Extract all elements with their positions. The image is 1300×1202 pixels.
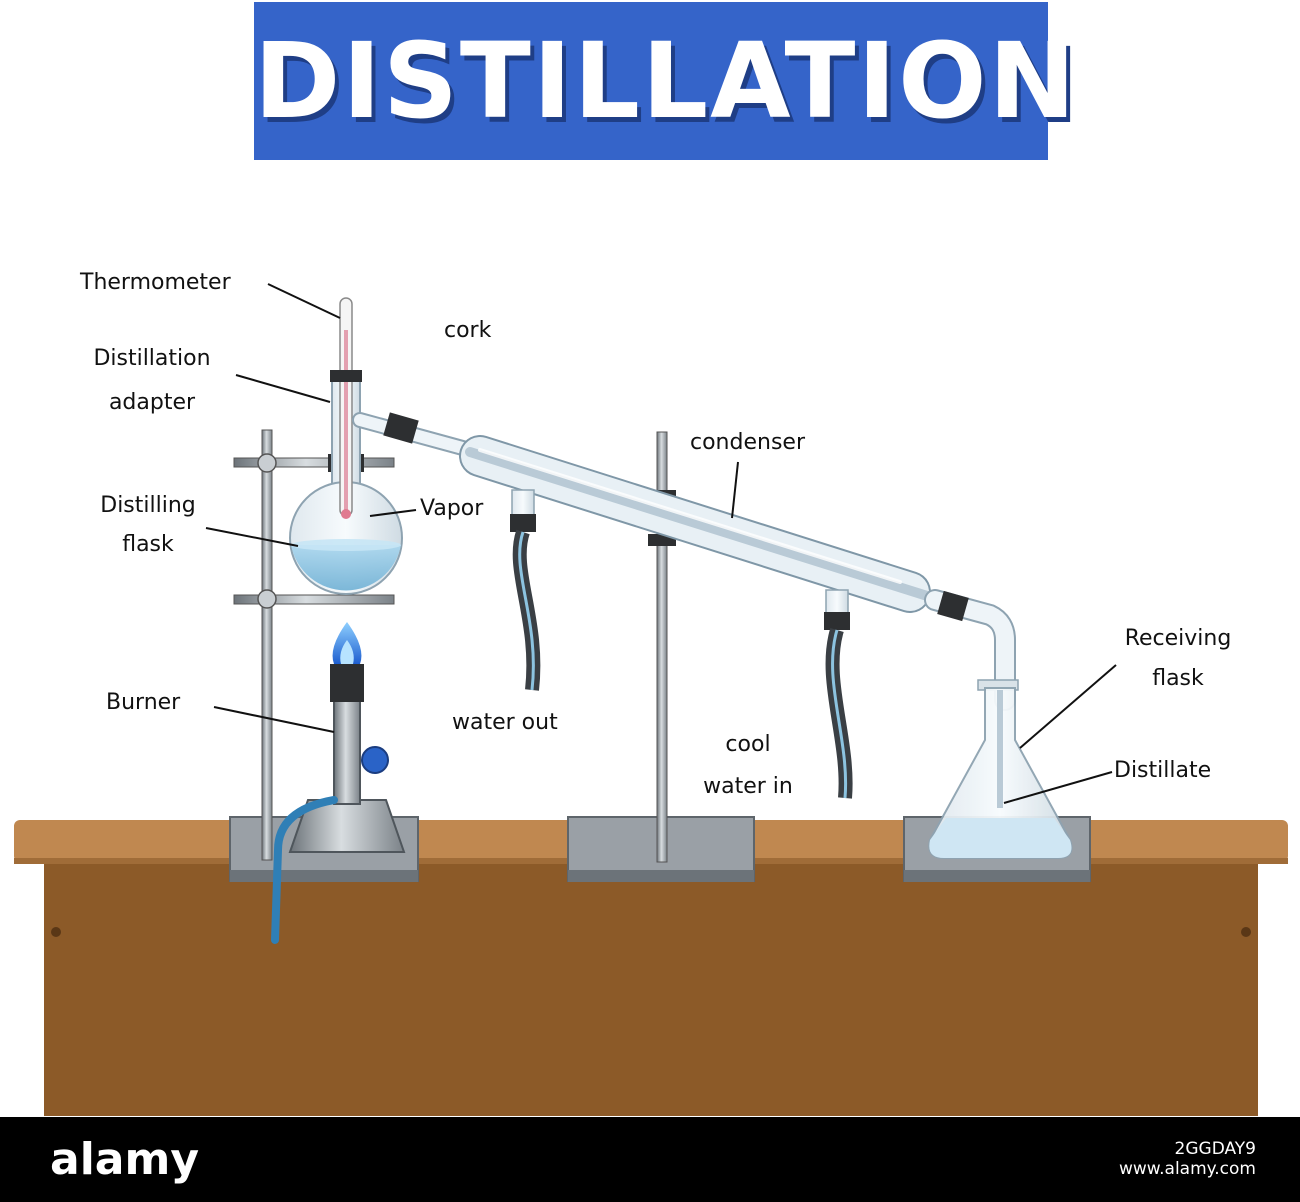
- thermometer: [330, 297, 362, 519]
- adapter-side-arm: [352, 412, 478, 458]
- leader-lines: [205, 283, 1117, 804]
- footer-url: www.alamy.com: [1118, 1159, 1256, 1179]
- label-burner: Burner: [106, 690, 181, 715]
- title-banner: DISTILLATION: [254, 2, 1078, 160]
- page-title: DISTILLATION: [254, 20, 1078, 142]
- label-vapor: Vapor: [420, 496, 484, 521]
- label-cool-water-in-line1: cool: [725, 732, 771, 757]
- label-receiving-flask-line1: Receiving: [1124, 626, 1232, 651]
- footer-logo: alamy: [50, 1134, 199, 1185]
- water-hoses: [512, 529, 853, 799]
- gas-hose: [271, 796, 338, 944]
- label-water-out: water out: [452, 710, 558, 735]
- label-cool-water-in-line2: water in: [703, 774, 793, 799]
- label-receiving-flask-line2: flask: [1152, 666, 1204, 691]
- label-thermometer: Thermometer: [80, 270, 231, 295]
- label-distillate: Distillate: [1114, 758, 1212, 783]
- label-distillation-adapter-line1: Distillation: [93, 346, 211, 371]
- receiving-flask: [928, 679, 1073, 859]
- label-cork: cork: [444, 318, 492, 343]
- receiver-adapter: [924, 589, 1016, 711]
- footer-bar: alamy 2GGDAY9 www.alamy.com: [0, 1117, 1300, 1202]
- footer-id-code: 2GGDAY9: [1174, 1139, 1256, 1159]
- bunsen-burner: [288, 622, 406, 853]
- label-distilling-flask-line1: Distilling: [100, 493, 196, 518]
- footer-image-id: 2GGDAY9 www.alamy.com: [1119, 1139, 1256, 1179]
- label-condenser: condenser: [690, 430, 805, 455]
- label-distillation-adapter-line2: adapter: [108, 390, 196, 415]
- label-distilling-flask-line2: flask: [122, 532, 174, 557]
- condenser: [459, 435, 945, 630]
